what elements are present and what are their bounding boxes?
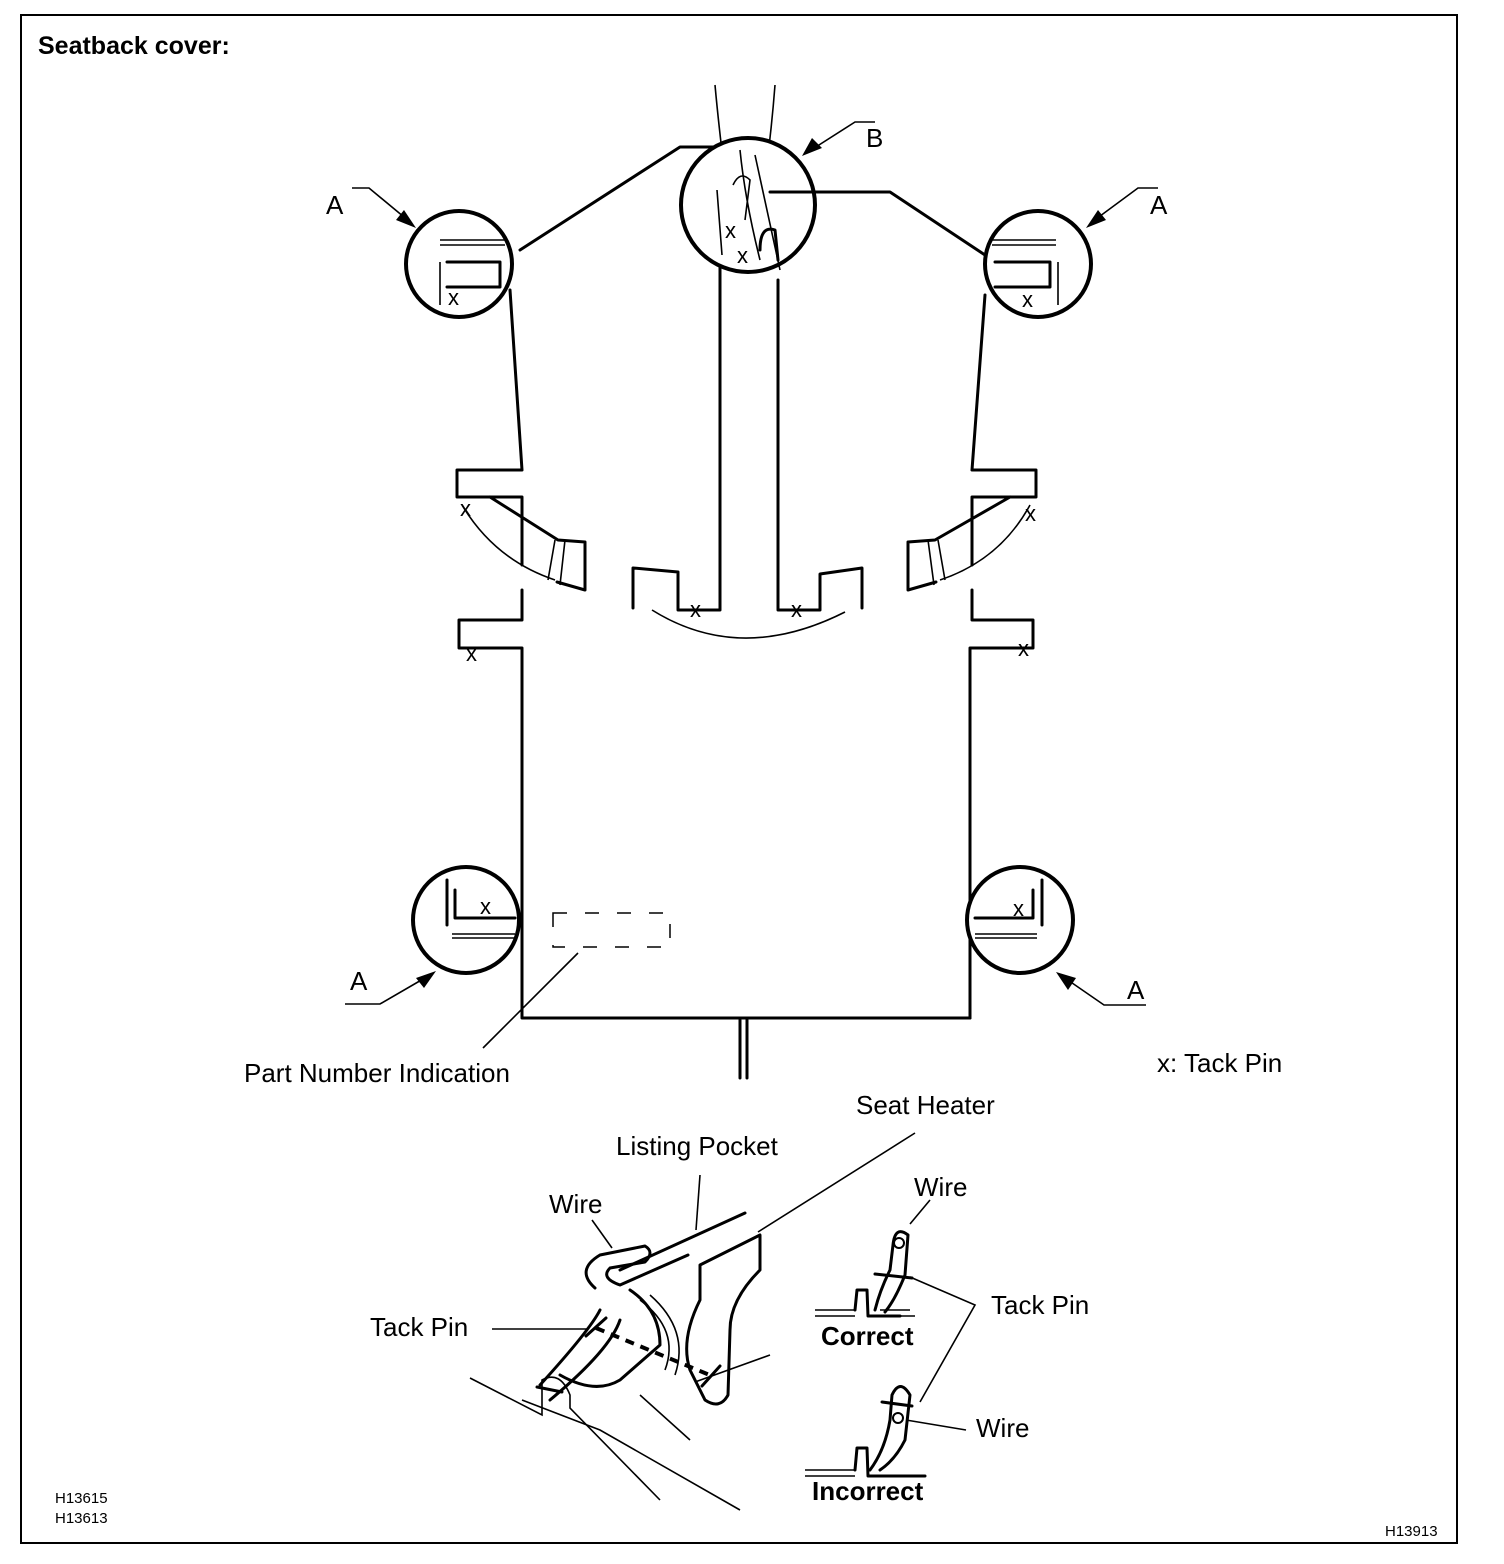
figure-code-3: H13913 [1385, 1523, 1438, 1540]
correct-label: Correct [821, 1321, 914, 1351]
svg-text:x: x [466, 641, 477, 666]
detail-a-top-left: x [404, 209, 514, 319]
wire-label-left: Wire [549, 1189, 602, 1219]
figure-code-1: H13615 [55, 1490, 108, 1507]
tack-pin-label-right: Tack Pin [991, 1290, 1089, 1320]
part-number-label: Part Number Indication [244, 1058, 510, 1088]
tack-pin-label-left: Tack Pin [370, 1312, 468, 1342]
svg-text:x: x [1013, 896, 1024, 921]
detail-b: x x [679, 136, 817, 274]
svg-text:x: x [460, 496, 471, 521]
svg-text:x: x [1025, 501, 1036, 526]
wire-label-correct: Wire [914, 1172, 967, 1202]
correct-example [815, 1199, 931, 1318]
svg-text:A: A [1150, 190, 1168, 220]
figure-code-2: H13613 [55, 1510, 108, 1527]
detail-a-top-right: x [983, 209, 1093, 319]
detail-a-bottom-right: x [965, 865, 1075, 975]
listing-pocket-illustration [469, 1132, 916, 1511]
svg-text:x: x [737, 243, 748, 268]
tack-pin-marks: x x x x x x [460, 496, 1036, 666]
incorrect-example [805, 1385, 967, 1478]
callout-leaders: A A B A A [326, 121, 1168, 1049]
svg-text:x: x [690, 597, 701, 622]
tack-pin-leader-right [909, 1276, 977, 1403]
svg-text:x: x [1022, 287, 1033, 312]
svg-text:A: A [326, 190, 344, 220]
detail-a-bottom-left: x [411, 865, 521, 975]
svg-text:x: x [791, 597, 802, 622]
svg-text:x: x [725, 218, 736, 243]
wire-label-incorrect: Wire [976, 1413, 1029, 1443]
svg-text:B: B [866, 123, 883, 153]
svg-text:x: x [448, 285, 459, 310]
legend-tack-pin: x: Tack Pin [1157, 1048, 1282, 1078]
svg-text:A: A [1127, 975, 1145, 1005]
seat-heater-label: Seat Heater [856, 1090, 995, 1120]
svg-text:A: A [350, 966, 368, 996]
seatback-outline [455, 84, 1038, 1080]
incorrect-label: Incorrect [812, 1476, 924, 1506]
svg-text:x: x [1018, 636, 1029, 661]
svg-text:x: x [480, 894, 491, 919]
listing-pocket-label: Listing Pocket [616, 1131, 779, 1161]
figure-frame [20, 14, 1458, 1544]
figure-title: Seatback cover: [38, 32, 230, 60]
